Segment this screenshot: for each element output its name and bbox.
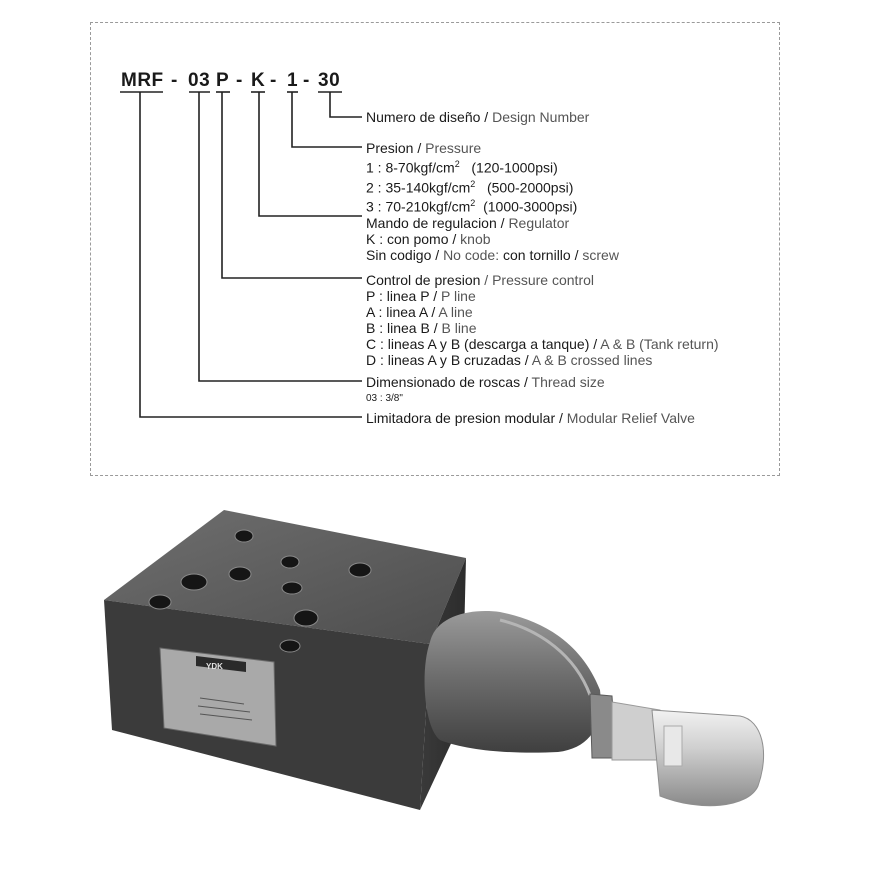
option-es: P : linea P /: [366, 288, 438, 304]
option-en: A & B (Tank return): [600, 336, 719, 352]
code-pressure: 1: [287, 70, 299, 91]
control-block: Control de presion / Pressure control P …: [366, 272, 719, 368]
thread-label-en: Thread size: [531, 374, 605, 390]
code-control: P: [216, 70, 230, 91]
nameplate-brand: YDK: [206, 662, 223, 671]
option-psi: (120-1000psi): [471, 159, 558, 176]
pressure-option-1: 1 : 8-70kgf/cm2 (120-1000psi): [366, 156, 577, 176]
valve-line: Limitadora de presion modular / Modular …: [366, 410, 695, 426]
code-dash: -: [236, 70, 243, 91]
design-label-es: Numero de diseño /: [366, 109, 489, 125]
regulator-heading: Mando de regulacion / Regulator: [366, 215, 619, 231]
regulator-label-en: Regulator: [508, 215, 570, 231]
valve-label-es: Limitadora de presion modular /: [366, 410, 563, 426]
nameplate-logo: [196, 656, 246, 672]
option-es: Sin codigo /: [366, 247, 440, 263]
option-en: B line: [441, 320, 477, 336]
option-es: B : linea B /: [366, 320, 438, 336]
option-es: D : lineas A y B cruzadas /: [366, 352, 529, 368]
control-label-en: / Pressure control: [484, 272, 595, 288]
option-sup: 2: [470, 198, 476, 209]
pressure-label-es: Presion /: [366, 140, 422, 156]
leader-lines: [120, 91, 362, 418]
design-label-en: Design Number: [492, 109, 590, 125]
design-number-line: Numero de diseño / Design Number: [366, 109, 589, 125]
thread-label-es: Dimensionado de roscas /: [366, 374, 528, 390]
pressure-block: Presion / Pressure 1 : 8-70kgf/cm2 (120-…: [366, 140, 577, 215]
leader-control: [221, 92, 362, 279]
control-heading: Control de presion / Pressure control: [366, 272, 719, 288]
code-design: 30: [318, 70, 341, 91]
option-en: No code:: [443, 247, 500, 263]
option-en: knob: [460, 231, 491, 247]
nameplate: [159, 647, 277, 747]
code-regulator: K: [251, 70, 266, 91]
leader-thread: [198, 92, 362, 382]
leader-valve: [139, 92, 362, 418]
cap-collar: [663, 725, 683, 767]
option-en: A & B crossed lines: [531, 352, 653, 368]
regulator-option-no-code: Sin codigo / No code: con tornillo / scr…: [366, 247, 619, 263]
option-range: 1 : 8-70kgf/cm: [366, 159, 455, 176]
code-dash: -: [270, 70, 277, 91]
thread-block: Dimensionado de roscas / Thread size: [366, 374, 605, 390]
option-es: K : con pomo /: [366, 231, 457, 247]
option-es: con tornillo /: [503, 247, 579, 263]
adjuster-housing: [424, 611, 601, 753]
option-psi: (500-2000psi): [486, 179, 574, 196]
option-es: A : linea A /: [366, 304, 436, 320]
pressure-option-3: 3 : 70-210kgf/cm2 (1000-3000psi): [366, 195, 577, 215]
thread-option: 03 : 3/8": [366, 393, 403, 404]
pressure-option-2: 2 : 35-140kgf/cm2 (500-2000psi): [366, 176, 577, 196]
leader-design: [329, 92, 362, 118]
pressure-label-en: Pressure: [425, 140, 482, 156]
regulator-option-k: K : con pomo / knob: [366, 231, 619, 247]
body-top-face: [104, 510, 466, 644]
nameplate-lines: [197, 697, 253, 721]
pressure-heading: Presion / Pressure: [366, 140, 577, 156]
code-series: MRF: [121, 70, 164, 91]
control-option-d: D : lineas A y B cruzadas / A & B crosse…: [366, 352, 719, 368]
control-option-a: A : linea A / A line: [366, 304, 719, 320]
control-label-es: Control de presion: [366, 272, 481, 288]
port-holes: [148, 529, 372, 653]
regulator-label-es: Mando de regulacion /: [366, 215, 505, 231]
code-dash: -: [171, 70, 178, 91]
code-frame: [90, 22, 780, 476]
option-en: screw: [582, 247, 619, 263]
option-psi: (1000-3000psi): [483, 198, 578, 215]
option-sup: 2: [470, 178, 476, 189]
leader-regulator: [258, 92, 362, 217]
option-en: P line: [440, 288, 476, 304]
leader-pressure: [291, 92, 362, 148]
control-option-p: P : linea P / P line: [366, 288, 719, 304]
control-option-c: C : lineas A y B (descarga a tanque) / A…: [366, 336, 719, 352]
regulator-block: Mando de regulacion / Regulator K : con …: [366, 215, 619, 263]
valve-photo: YDK: [104, 510, 765, 810]
control-option-b: B : linea B / B line: [366, 320, 719, 336]
option-range: 2 : 35-140kgf/cm: [366, 179, 471, 196]
valve-label-en: Modular Relief Valve: [566, 410, 695, 426]
option-range: 3 : 70-210kgf/cm: [366, 198, 471, 215]
adjuster-highlight: [499, 618, 592, 696]
option-sup: 2: [454, 159, 460, 169]
option-en: A line: [438, 304, 473, 320]
option-es: C : lineas A y B (descarga a tanque) /: [366, 336, 598, 352]
code-size: 03: [188, 70, 211, 91]
thread-heading: Dimensionado de roscas / Thread size: [366, 374, 605, 390]
code-dash: -: [303, 70, 310, 91]
